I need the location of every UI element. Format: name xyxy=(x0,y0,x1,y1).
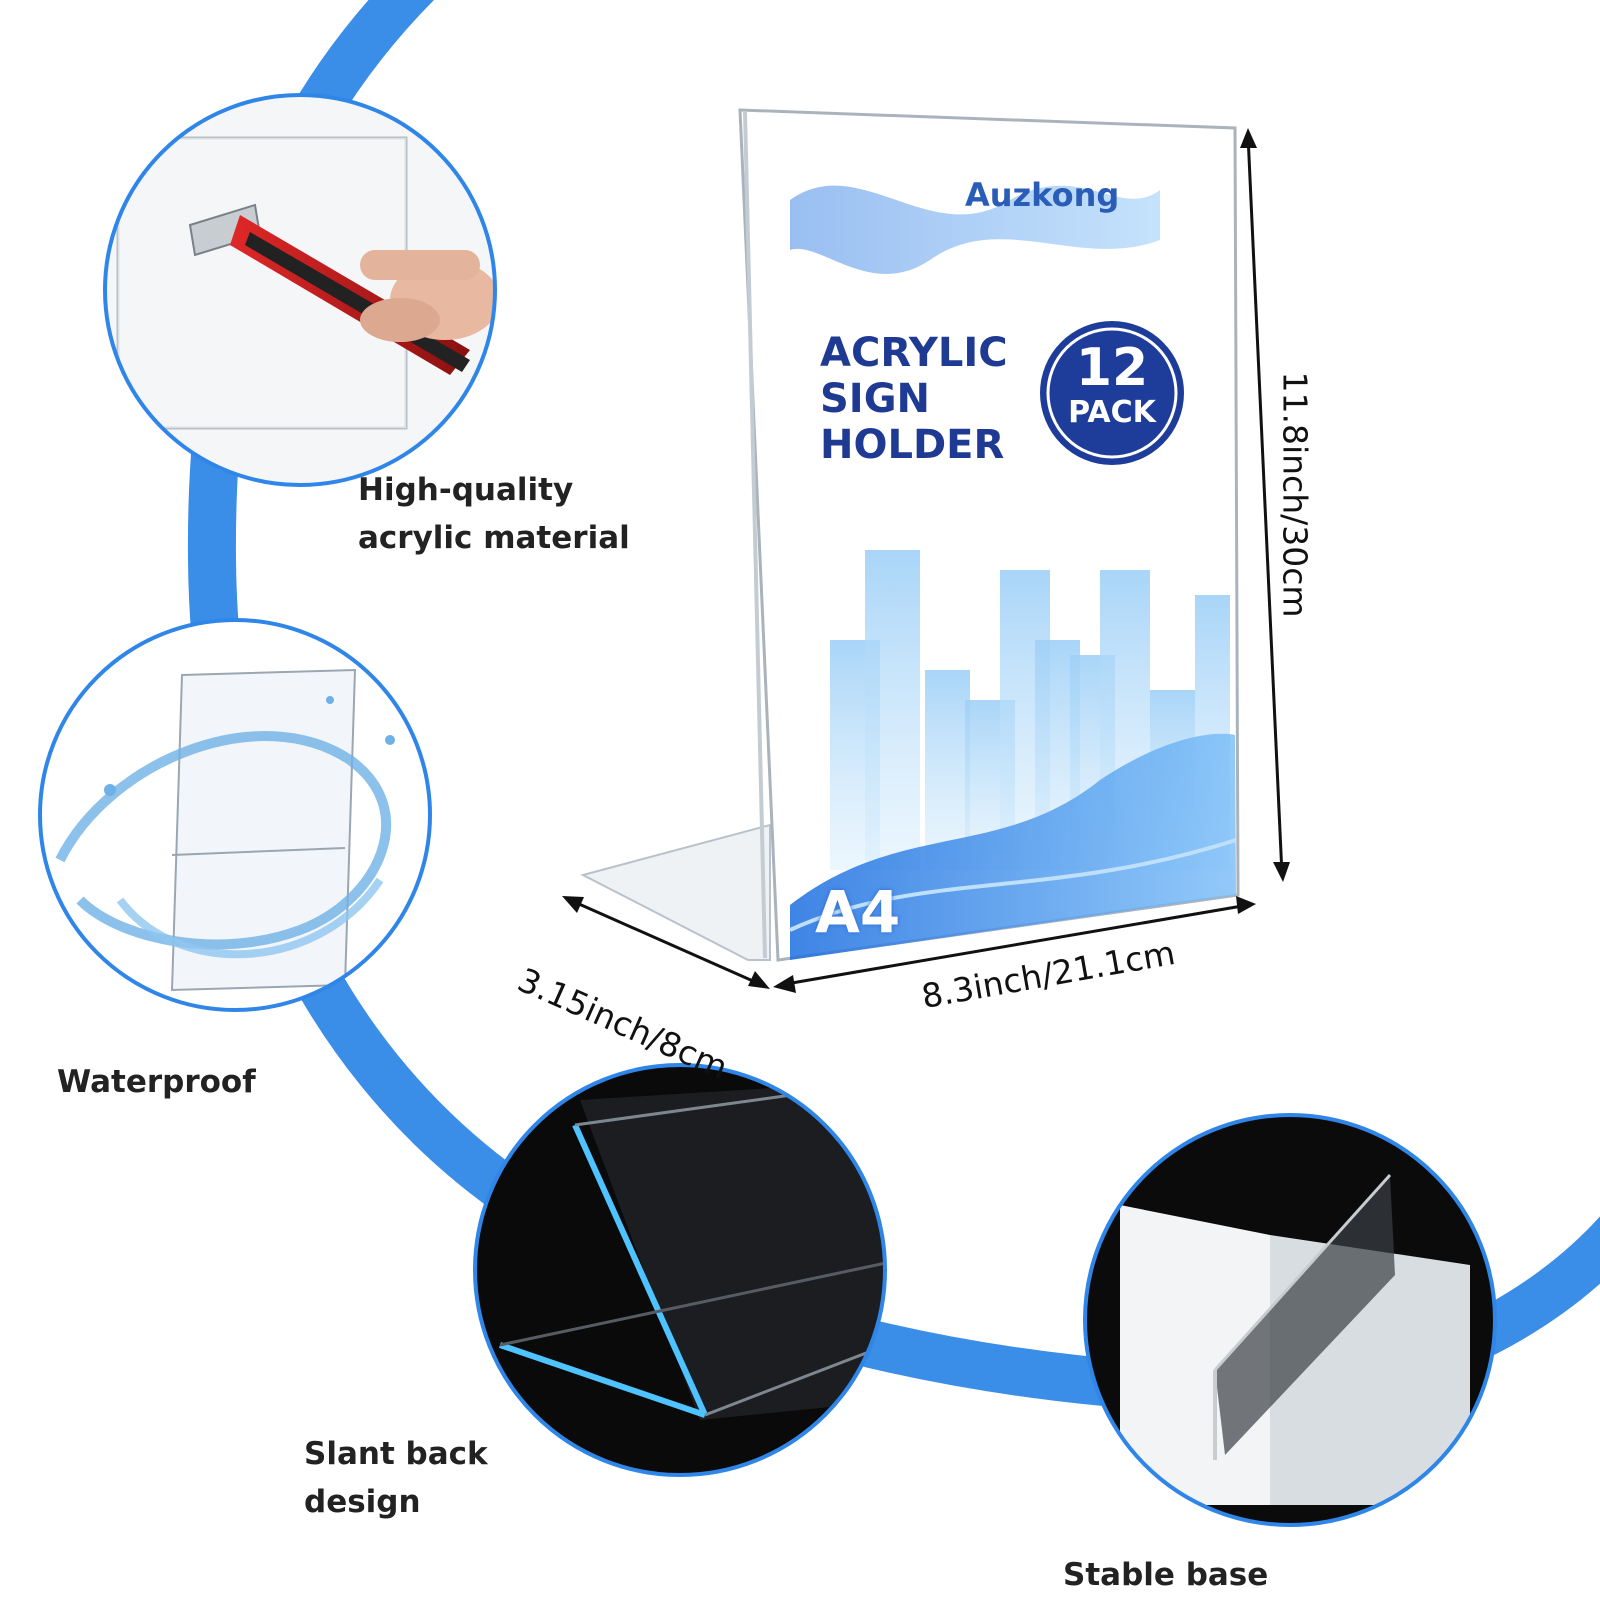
waterproof-photo xyxy=(40,620,430,1010)
feature-material-label: High-quality acrylic material xyxy=(358,466,630,562)
brand-logo: Auzkong xyxy=(965,176,1120,214)
slant-back-photo xyxy=(475,1065,885,1475)
feature-stable-base-label: Stable base xyxy=(1063,1551,1268,1599)
feature-waterproof-line-1: Waterproof xyxy=(57,1064,256,1100)
pack-word: PACK xyxy=(1068,395,1156,430)
feature-slant-back-line-2: design xyxy=(304,1484,421,1521)
stable-base-photo xyxy=(1085,1115,1495,1525)
feature-slant-back-label: Slant back design xyxy=(304,1430,488,1526)
size-label: A4 xyxy=(815,878,901,946)
title-line-1: ACRYLIC xyxy=(820,330,1008,376)
dimension-arrows xyxy=(562,128,1290,993)
feature-material-line-1: High-quality xyxy=(358,472,574,508)
sign-holder-product xyxy=(580,108,1240,962)
pack-badge: 12 PACK xyxy=(1040,340,1184,430)
pack-count: 12 xyxy=(1075,338,1149,398)
acrylic-material-photo xyxy=(105,95,495,485)
title-line-2: SIGN xyxy=(820,376,930,422)
product-title: ACRYLIC SIGN HOLDER xyxy=(820,330,1008,468)
feature-waterproof-label: Waterproof xyxy=(57,1058,256,1106)
title-line-3: HOLDER xyxy=(820,422,1005,468)
feature-stable-base-line-1: Stable base xyxy=(1063,1557,1269,1593)
height-dimension-label: 11.8inch/30cm xyxy=(1275,371,1315,618)
feature-material-line-2: acrylic material xyxy=(358,520,630,557)
feature-slant-back-line-1: Slant back xyxy=(304,1436,488,1472)
